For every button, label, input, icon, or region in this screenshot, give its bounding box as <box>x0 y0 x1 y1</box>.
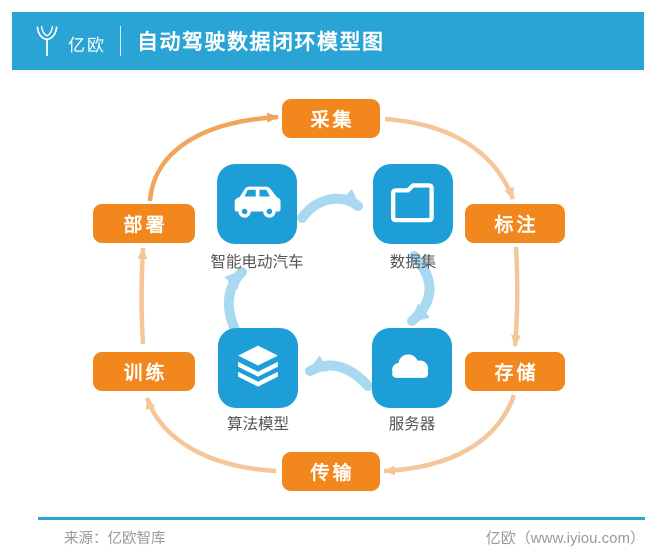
car-icon <box>234 186 281 218</box>
step-deploy: 部署 <box>93 204 195 243</box>
step-store: 存储 <box>465 352 565 391</box>
footer-source-text: 来源：亿欧智库 <box>64 531 166 547</box>
node-dataset <box>373 164 453 244</box>
node-server-label: 服务器 <box>388 416 436 433</box>
arc-train-to-deploy <box>137 247 148 345</box>
arc-transmit-to-train <box>144 397 277 474</box>
step-train: 训练 <box>93 352 195 391</box>
cloud-icon <box>392 354 429 378</box>
arc-deploy-to-collect <box>147 112 279 202</box>
brand-logo-text: 亿欧 <box>68 36 106 55</box>
folder-icon <box>390 183 434 223</box>
brand-logo-icon <box>36 26 58 57</box>
arc-collect-to-annotate <box>384 116 516 200</box>
step-collect: 采集 <box>282 99 380 138</box>
header-divider <box>120 26 121 56</box>
node-dataset-label: 数据集 <box>389 254 437 271</box>
step-annotate: 标注 <box>465 204 565 243</box>
arrow-dataset-to-server <box>407 251 435 326</box>
arc-annotate-to-store <box>510 246 521 347</box>
node-vehicle-label: 智能电动汽车 <box>210 254 304 271</box>
node-model <box>218 328 298 408</box>
arc-store-to-transmit <box>383 394 517 476</box>
step-transmit: 传输 <box>282 452 380 491</box>
arrow-server-to-model <box>305 355 373 391</box>
footer-divider-line <box>38 517 645 520</box>
node-vehicle <box>217 164 297 244</box>
footer-credit-text: 亿欧（www.iyiou.com） <box>485 530 645 547</box>
page-title: 自动驾驶数据闭环模型图 <box>137 31 385 54</box>
layers-icon <box>238 345 278 387</box>
arrow-vehicle-to-dataset <box>297 188 363 223</box>
brand-logo: 亿欧 <box>30 23 106 59</box>
node-server <box>372 328 452 408</box>
arrow-model-to-vehicle <box>223 267 247 337</box>
header-bar: 亿欧 自动驾驶数据闭环模型图 <box>12 12 644 70</box>
node-model-label: 算法模型 <box>226 416 289 433</box>
